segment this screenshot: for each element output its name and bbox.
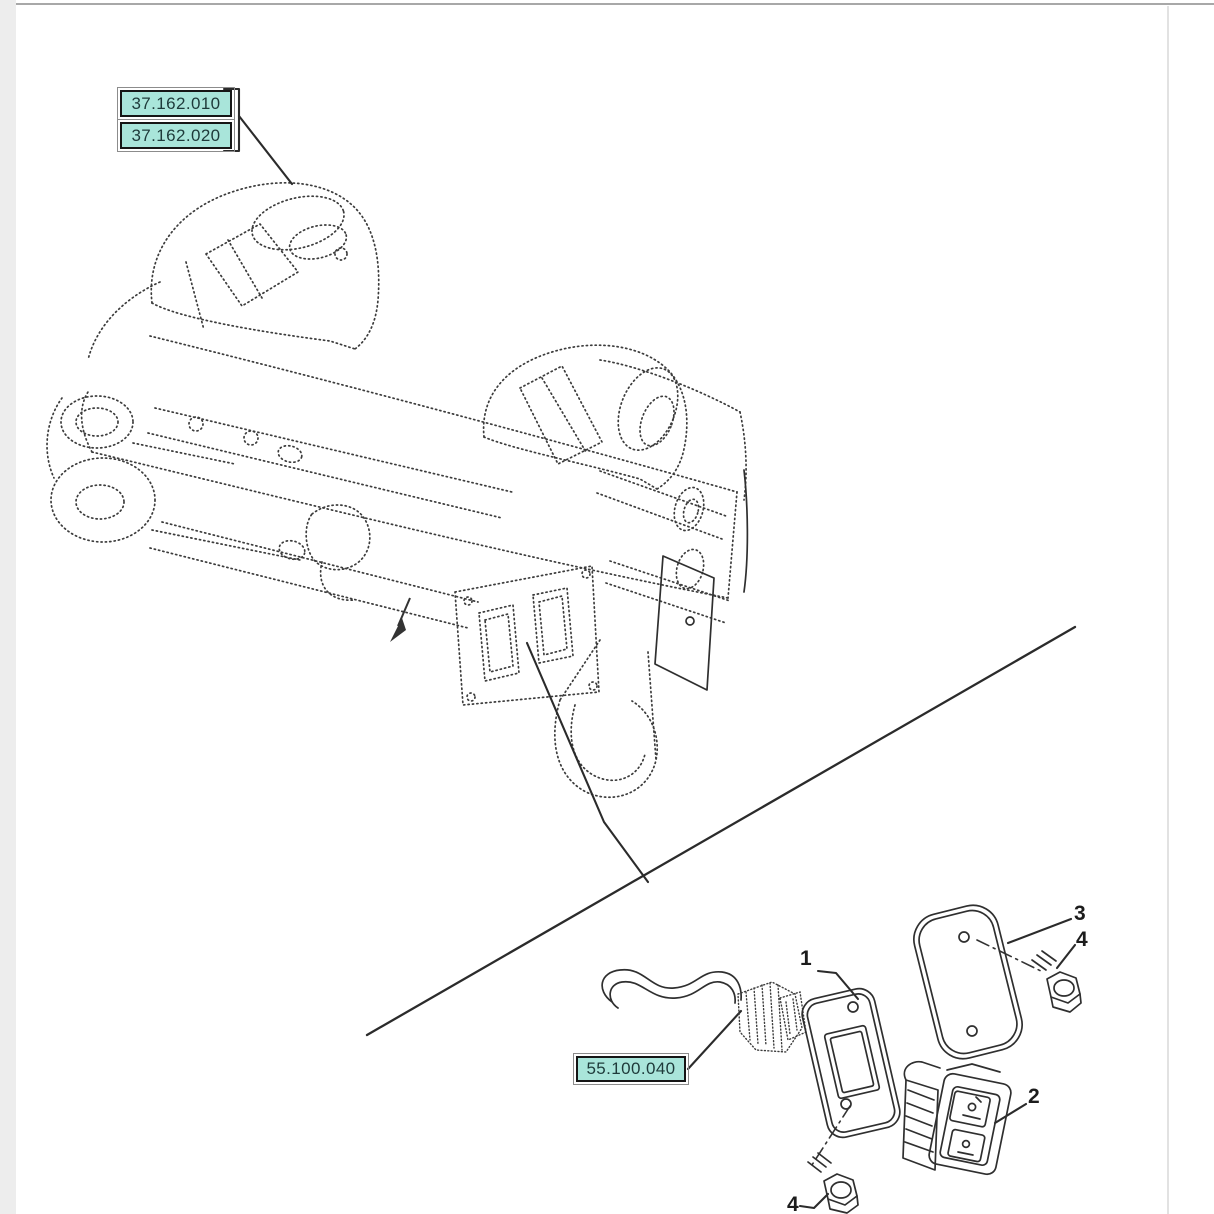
hitch-assembly-drawing	[46, 182, 747, 799]
callout-2-leader	[993, 1102, 1028, 1125]
page-right-border	[1167, 6, 1169, 1214]
page-left-margin	[0, 0, 16, 1214]
section-code-box-37-162-010[interactable]: 37.162.010	[117, 87, 235, 120]
bolt-part-4-lower	[807, 1152, 859, 1214]
code-leader-line	[237, 114, 294, 186]
callout-part-3: 3	[1074, 902, 1086, 925]
code-box-bracket	[222, 87, 241, 153]
switch-symbol-icon-upper	[962, 1096, 982, 1120]
harness-code-leader-line	[686, 1009, 743, 1071]
callout-4-upper-leader	[1055, 943, 1077, 970]
callout-part-1: 1	[800, 947, 812, 970]
section-code-box-37-162-020[interactable]: 37.162.020	[117, 119, 235, 152]
page-top-border	[16, 3, 1214, 5]
wiring-cable	[601, 969, 742, 1009]
separator-line	[365, 625, 1077, 1037]
bolt-alignment-dashline-lower	[809, 1105, 851, 1169]
mounting-plate-part-1	[801, 987, 901, 1139]
callout-part-4-lower: 4	[787, 1193, 799, 1214]
callout-3-leader	[1006, 917, 1073, 945]
cover-plate-part-3	[913, 904, 1023, 1060]
callout-part-4-upper: 4	[1076, 928, 1088, 951]
bolt-part-4-upper	[1031, 950, 1082, 1013]
hitch-side-plate	[654, 469, 749, 691]
switch-symbol-icon-lower	[957, 1139, 974, 1156]
bolt-alignment-dashline-upper	[976, 939, 1044, 973]
wiring-connector	[737, 981, 807, 1053]
direction-arrow-mark	[390, 597, 411, 642]
switch-location-leader-line	[525, 641, 650, 884]
section-code-box-55-100-040[interactable]: 55.100.040	[573, 1053, 689, 1085]
callout-part-2: 2	[1028, 1085, 1040, 1108]
rocker-switch-part-2	[902, 1060, 1012, 1176]
callout-4-lower-leader	[798, 1192, 830, 1210]
